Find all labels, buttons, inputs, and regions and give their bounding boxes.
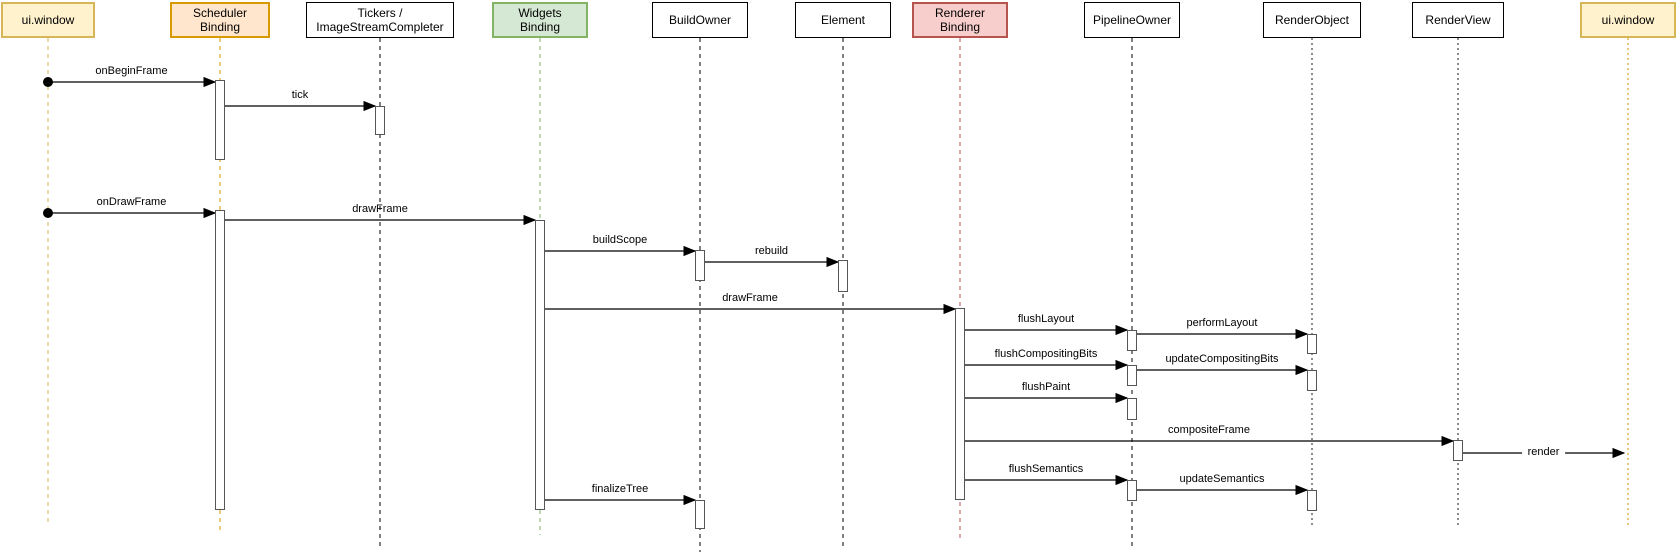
message-origin-dot-on-begin-frame [43, 77, 53, 87]
participant-renderer-binding: Renderer Binding [912, 2, 1008, 38]
activation-act-widgets-draw [535, 220, 545, 510]
activation-act-scheduler-draw [215, 210, 225, 510]
participant-label-pipeline-owner: PipelineOwner [1092, 13, 1172, 27]
participant-label-render-view: RenderView [1425, 13, 1491, 27]
participant-label-ui-window-right: ui.window [1601, 13, 1655, 27]
activation-act-pipeline-flushpaint [1127, 398, 1137, 420]
participant-render-view: RenderView [1412, 2, 1504, 38]
participant-pipeline-owner: PipelineOwner [1084, 2, 1180, 38]
participant-label-tickers-image-stream-completer: Tickers / ImageStreamCompleter [316, 6, 444, 34]
activation-act-pipeline-flushsemantics [1127, 480, 1137, 501]
participant-label-renderer-binding: Renderer Binding [934, 6, 986, 34]
message-origin-dot-on-draw-frame [43, 208, 53, 218]
activation-act-renderobject-updatesemantics [1307, 490, 1317, 511]
participant-scheduler-binding: Scheduler Binding [170, 2, 270, 38]
activation-act-scheduler-begin [215, 80, 225, 160]
participant-ui-window-right: ui.window [1580, 2, 1676, 38]
activation-act-renderer-draw [955, 308, 965, 500]
activation-act-pipeline-flushcompositingbits [1127, 365, 1137, 386]
participant-label-widgets-binding: Widgets Binding [518, 6, 562, 34]
activation-act-renderobject-performlayout [1307, 334, 1317, 354]
participant-widgets-binding: Widgets Binding [492, 2, 588, 38]
participant-ui-window-left: ui.window [1, 2, 95, 38]
activation-act-buildowner-finalizetree [695, 500, 705, 529]
participant-label-render-object: RenderObject [1274, 13, 1350, 27]
participant-element: Element [795, 2, 891, 38]
participant-render-object: RenderObject [1263, 2, 1361, 38]
participant-label-build-owner: BuildOwner [668, 13, 732, 27]
activation-act-buildowner-buildscope [695, 250, 705, 281]
participant-label-element: Element [820, 13, 866, 27]
activation-act-renderview-compositeframe [1453, 440, 1463, 461]
activation-act-pipeline-flushlayout [1127, 330, 1137, 351]
activation-act-renderobject-updatecompositingbits [1307, 370, 1317, 391]
activation-act-tickers-tick [375, 106, 385, 135]
participant-label-ui-window-left: ui.window [21, 13, 75, 27]
activation-act-element-rebuild [838, 260, 848, 292]
participant-tickers-image-stream-completer: Tickers / ImageStreamCompleter [306, 2, 454, 38]
participant-label-scheduler-binding: Scheduler Binding [192, 6, 248, 34]
participant-build-owner: BuildOwner [652, 2, 748, 38]
